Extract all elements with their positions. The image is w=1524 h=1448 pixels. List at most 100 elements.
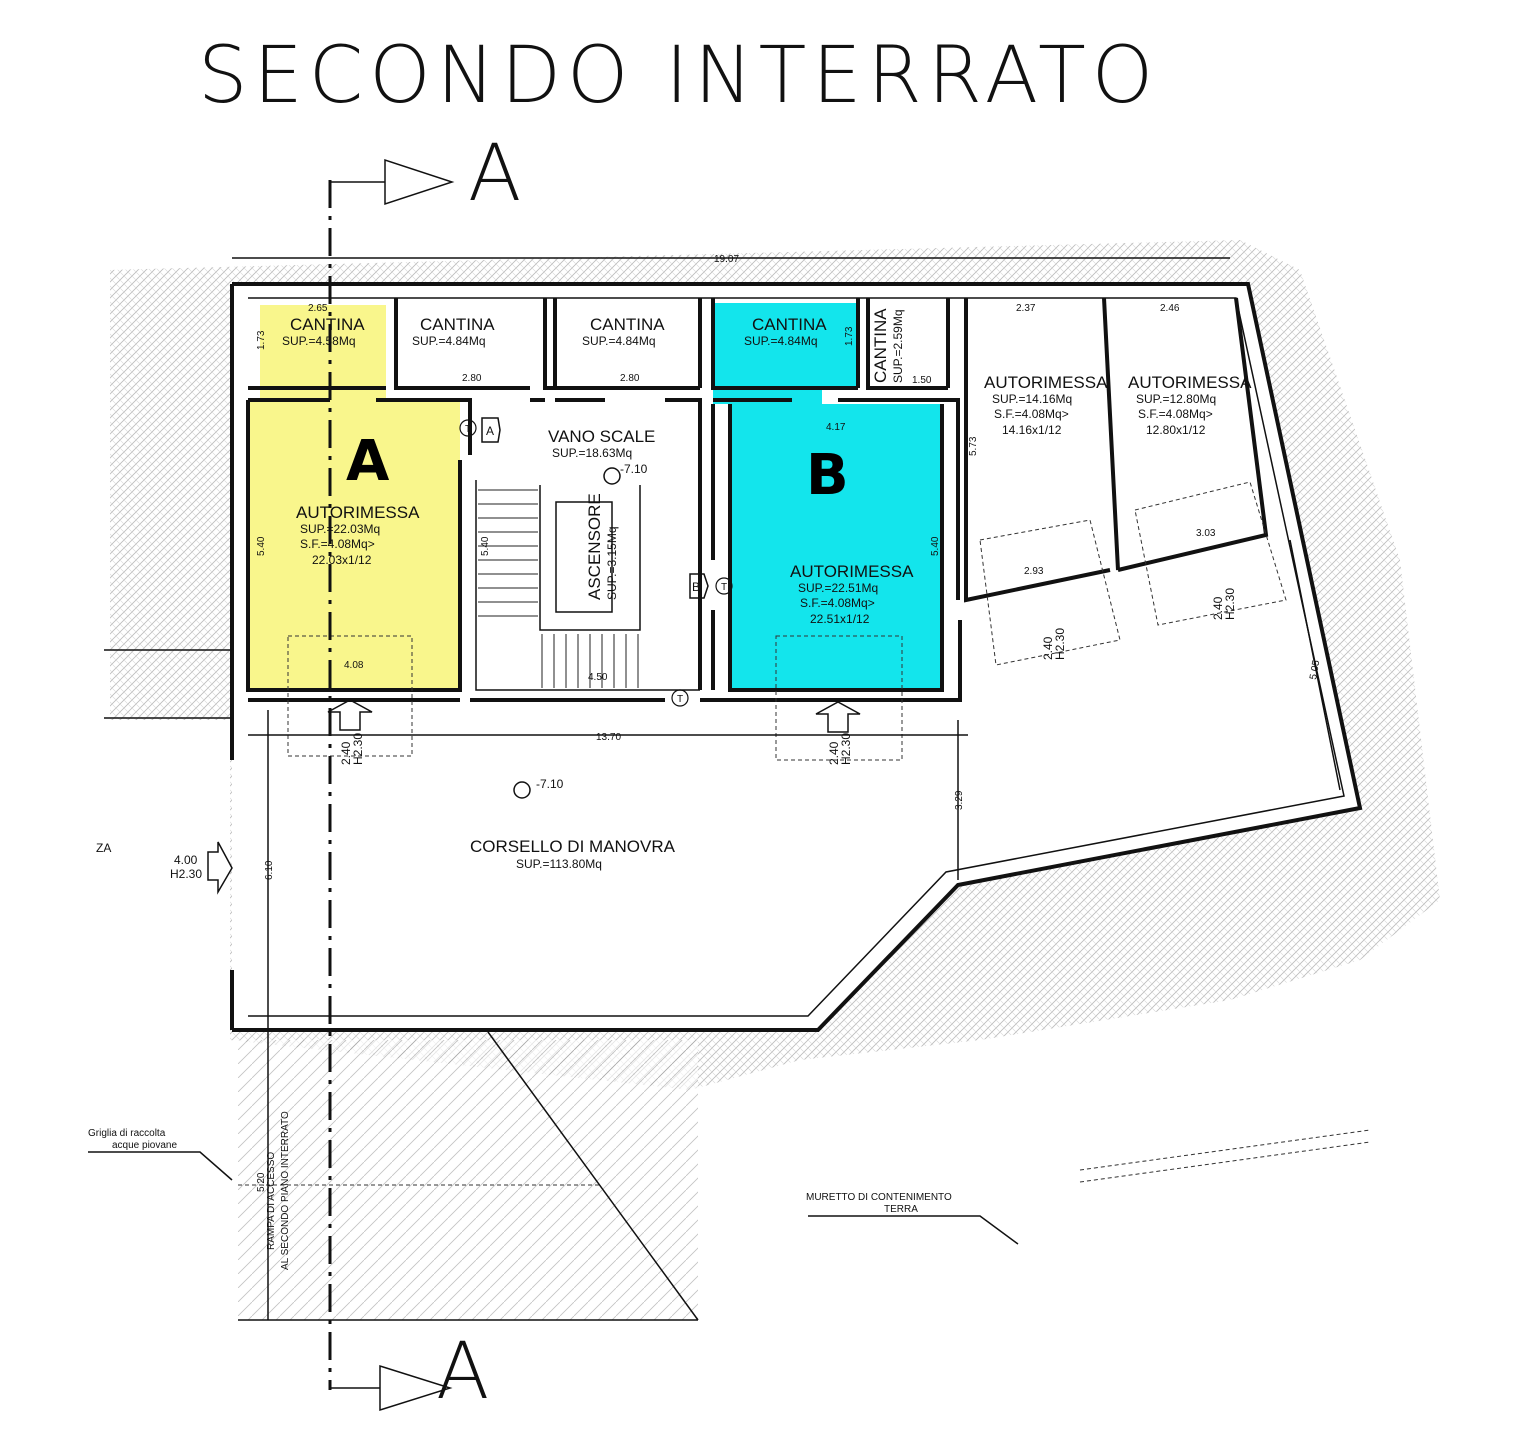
cantina-2-area: SUP.=4.84Mq (412, 334, 486, 348)
garage-c-sf: S.F.=4.08Mq> (994, 407, 1069, 421)
door-a-arrow-icon (327, 699, 373, 731)
door-a-marker: A (486, 424, 494, 438)
door-b-width: 2.40 (827, 741, 841, 765)
griglia-leader (88, 1151, 233, 1181)
garage-d-name: AUTORIMESSA (1128, 373, 1252, 392)
entry-arrow-icon (207, 841, 233, 895)
section-label-bottom: A (436, 1327, 489, 1417)
muretto-leader (808, 1215, 1019, 1245)
dim-540a: 5.40 (256, 536, 267, 556)
vano-scale-level: -7.10 (620, 462, 648, 476)
door-d-height: H2.30 (1223, 588, 1237, 620)
garage-a-door (287, 635, 413, 757)
unit-b-letter: B (806, 443, 849, 508)
level-marker-icon (513, 781, 531, 799)
cantina-2-name: CANTINA (420, 315, 495, 334)
level-marker-icon-2 (603, 467, 621, 485)
dim-540b: 5.40 (480, 536, 491, 556)
griglia-label: Griglia di raccolta (88, 1128, 166, 1139)
dim-293: 2.93 (1024, 566, 1044, 577)
garage-b-walls (711, 404, 944, 692)
stair-walls (475, 480, 700, 691)
dim-237: 2.37 (1016, 303, 1036, 314)
left-road (104, 649, 232, 719)
dim-610: 6.10 (264, 860, 275, 880)
dim-329: 3.29 (954, 790, 965, 810)
section-arrow-bottom (330, 1364, 453, 1412)
garage-c-walls (964, 297, 1269, 603)
vano-scale-area: SUP.=18.63Mq (552, 446, 632, 460)
stair-treads (478, 489, 639, 688)
garage-a-area: SUP.=22.03Mq (300, 522, 380, 536)
left-cut-label: ZA (96, 841, 111, 855)
muretto-label-2: TERRA (884, 1204, 918, 1215)
dim-520: 5.20 (256, 1172, 267, 1192)
garage-a-sf: S.F.=4.08Mq> (300, 537, 375, 551)
rampa-label-2: AL SECONDO PIANO INTERRATO (280, 1111, 291, 1270)
cantina-3-name: CANTINA (590, 315, 665, 334)
dim-417: 4.17 (826, 422, 846, 433)
cantina-3-area: SUP.=4.84Mq (582, 334, 656, 348)
muretto-label-1: MURETTO DI CONTENIMENTO (806, 1192, 952, 1203)
stair-tag-3: T (677, 694, 683, 705)
corsello-area: SUP.=113.80Mq (516, 857, 602, 871)
dim-573: 5.73 (968, 436, 979, 456)
garage-d-sf: S.F.=4.08Mq> (1138, 407, 1213, 421)
garage-c-area: SUP.=14.16Mq (992, 392, 1072, 406)
garage-d-area: SUP.=12.80Mq (1136, 392, 1216, 406)
garage-c-ratio: 14.16x1/12 (1002, 423, 1062, 437)
dim-line-505 (1289, 539, 1341, 791)
dim-303: 3.03 (1196, 528, 1216, 539)
section-arrow-top (330, 158, 455, 206)
entry-width: 4.00 (174, 853, 198, 867)
dim-505: 5.05 (1308, 659, 1322, 681)
vano-scale-name: VANO SCALE (548, 427, 655, 446)
cantina-4-area: SUP.=4.84Mq (744, 334, 818, 348)
elevator-shaft (555, 501, 613, 613)
muretto-line (1079, 1129, 1371, 1183)
cantina-4-name: CANTINA (752, 315, 827, 334)
griglia-label-2: acque piovane (112, 1140, 177, 1151)
plan-title: SECONDO INTERRATO (198, 31, 1159, 121)
stair-tag-icon-3 (671, 689, 689, 707)
stair-tag-icon (459, 419, 477, 437)
corsello-level: -7.10 (536, 777, 564, 791)
corridor-wall (248, 398, 960, 690)
door-c-width: 2.40 (1041, 636, 1055, 660)
door-d-width: 2.40 (1211, 596, 1225, 620)
cantina-walls (248, 298, 950, 390)
access-ramp (238, 1040, 698, 1320)
garage-b-sf: S.F.=4.08Mq> (800, 596, 875, 610)
dim-450: 4.50 (588, 672, 608, 683)
dim-246: 2.46 (1160, 303, 1180, 314)
unit-a-letter: A (346, 429, 390, 494)
dim-408: 4.08 (344, 660, 364, 671)
door-a-marker-icon (481, 417, 501, 443)
ascensore-name: ASCENSORE (585, 493, 604, 600)
cantina-5-area: SUP.=2.59Mq (891, 310, 905, 384)
outer-wall-inner (248, 297, 1345, 1017)
section-label-top: A (468, 129, 521, 219)
door-a-width: 2.40 (339, 741, 353, 765)
front-walls (248, 620, 962, 702)
dim-150: 1.50 (912, 375, 932, 386)
garage-c-name: AUTORIMESSA (984, 373, 1108, 392)
garage-b-name: AUTORIMESSA (790, 562, 914, 581)
dim-173b: 1.73 (844, 326, 855, 346)
stair-tag-icon-2 (715, 577, 733, 595)
garage-a-name: AUTORIMESSA (296, 503, 420, 522)
door-b-marker: B (692, 580, 700, 594)
dim-173a: 1.73 (256, 330, 267, 350)
dim-280a: 2.80 (462, 373, 482, 384)
outer-wall (232, 282, 1363, 1032)
dim-265: 2.65 (308, 303, 328, 314)
garage-b-ratio: 22.51x1/12 (810, 612, 870, 626)
door-b-arrow-icon (815, 701, 861, 733)
stair-tag-1: T (465, 424, 471, 435)
ramp-edge (487, 1031, 699, 1321)
corsello-name: CORSELLO DI MANOVRA (470, 837, 676, 856)
garage-b-door (775, 635, 903, 761)
stair-tag-2: T (721, 582, 727, 593)
door-b-height: H2.30 (839, 733, 853, 765)
